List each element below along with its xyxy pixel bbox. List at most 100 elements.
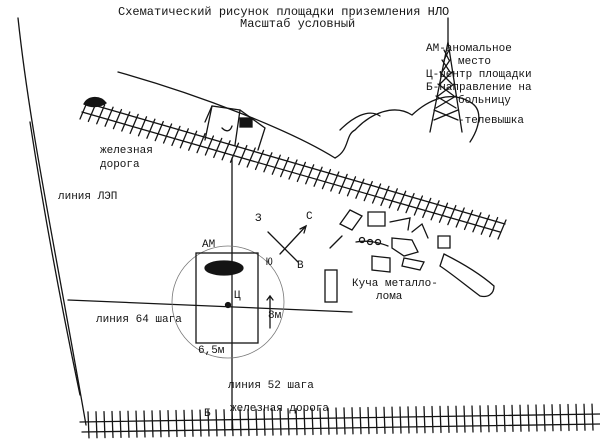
rail-tie bbox=[254, 149, 265, 171]
rail-tie bbox=[247, 408, 250, 437]
rail-tie bbox=[271, 408, 274, 436]
legend-b-cont: больницу bbox=[458, 95, 511, 107]
rail-tie bbox=[511, 404, 514, 433]
rail-tie bbox=[391, 406, 394, 434]
rail-tie bbox=[399, 406, 402, 434]
tunnel-mark bbox=[83, 96, 107, 108]
rail-tie bbox=[355, 178, 365, 199]
rail-tie bbox=[303, 407, 306, 436]
rail-tie bbox=[463, 405, 466, 433]
scrap-heap bbox=[324, 209, 495, 303]
rail-tie bbox=[179, 128, 189, 149]
rail-tie bbox=[447, 405, 450, 433]
rail-tie bbox=[146, 118, 156, 139]
rail-tie bbox=[471, 405, 474, 433]
rail-tie bbox=[423, 406, 426, 434]
railway-upper bbox=[79, 99, 507, 240]
rail-tie bbox=[388, 188, 398, 209]
hills bbox=[117, 71, 480, 159]
rail-tie bbox=[255, 408, 258, 436]
compass bbox=[267, 224, 308, 263]
rail-tie bbox=[121, 111, 131, 132]
rail-tie bbox=[480, 214, 490, 235]
diagram-title: Схематический рисунок площадки приземлен… bbox=[118, 5, 450, 19]
rail-tie bbox=[415, 406, 418, 434]
rail-tie bbox=[175, 409, 178, 438]
rail-tie bbox=[335, 407, 338, 435]
rail-tie bbox=[319, 407, 322, 435]
rail-tie bbox=[199, 409, 202, 437]
rail-tie bbox=[162, 123, 173, 144]
rail-tie bbox=[96, 104, 106, 125]
compass-east: В bbox=[297, 260, 304, 272]
rail-tie bbox=[439, 405, 442, 434]
rail-tie bbox=[313, 166, 323, 187]
rail-tie bbox=[575, 403, 578, 432]
rail-tie bbox=[438, 202, 449, 223]
rail-tie bbox=[397, 190, 407, 211]
rail-tie bbox=[87, 411, 90, 439]
rail-tie bbox=[431, 405, 434, 434]
rail-tie bbox=[246, 147, 256, 168]
rail-tie bbox=[359, 407, 362, 435]
rail-tie bbox=[263, 408, 266, 436]
rail-tie bbox=[472, 212, 482, 233]
rail-tie bbox=[559, 403, 562, 432]
rail-tie bbox=[351, 407, 354, 435]
rail-tie bbox=[151, 410, 154, 438]
rail-tie bbox=[519, 404, 522, 432]
rail-tie bbox=[295, 408, 298, 436]
rail-tie bbox=[479, 405, 482, 433]
rail-tie bbox=[196, 132, 206, 154]
anomaly-spot bbox=[204, 260, 244, 276]
rail-tie bbox=[413, 195, 424, 216]
rail-tie bbox=[535, 404, 538, 432]
rail-tie bbox=[231, 409, 234, 437]
rail-tie bbox=[422, 197, 432, 219]
legend-b: Б-направление на bbox=[426, 82, 532, 94]
legend-am: АМ-аномальное bbox=[426, 43, 512, 55]
compass-south: Ю bbox=[266, 257, 273, 269]
rail-tie bbox=[405, 192, 415, 214]
label-dim-height: 8м bbox=[268, 310, 282, 322]
label-am: АМ bbox=[202, 239, 216, 251]
rail-tie bbox=[447, 204, 457, 226]
rail-tie bbox=[487, 405, 490, 433]
legend-am-cont: место bbox=[458, 56, 492, 68]
label-railway-top-2: дорога bbox=[100, 159, 140, 171]
rail-tie bbox=[207, 409, 210, 437]
rail-tie bbox=[103, 410, 106, 439]
rail-tie bbox=[191, 409, 194, 437]
rail-tie bbox=[367, 406, 370, 435]
rail-tie bbox=[159, 410, 162, 438]
label-railway-bottom: железная дорога bbox=[230, 403, 330, 415]
rail-tie bbox=[463, 209, 474, 231]
rail-tie bbox=[154, 120, 164, 142]
rail-tie bbox=[338, 173, 348, 195]
label-b-point: Б bbox=[204, 408, 211, 420]
compass-west: З bbox=[255, 213, 262, 225]
rail-tie bbox=[407, 406, 410, 434]
label-scrap-2: лома bbox=[376, 291, 403, 303]
rail-tie bbox=[263, 152, 273, 173]
rail-tie bbox=[497, 219, 507, 240]
rail-tie bbox=[383, 406, 386, 434]
rail-tie bbox=[119, 410, 122, 439]
rail-tie bbox=[135, 410, 138, 438]
rail-tie bbox=[488, 216, 499, 238]
label-scrap-1: Куча металло- bbox=[352, 278, 438, 290]
rail-tie bbox=[305, 164, 315, 185]
rail-tie bbox=[171, 125, 181, 147]
compass-north: С bbox=[306, 211, 313, 223]
rail-tie bbox=[223, 409, 226, 437]
landing-rectangle bbox=[195, 252, 259, 344]
rail-tie bbox=[527, 404, 530, 432]
rail-tie bbox=[238, 144, 248, 166]
rail-tie bbox=[104, 106, 114, 127]
rail-tie bbox=[204, 135, 215, 156]
rail-tie bbox=[288, 159, 298, 180]
rail-tie bbox=[127, 410, 130, 438]
rail-tie bbox=[330, 171, 340, 192]
rail-tie bbox=[591, 403, 594, 431]
power-line bbox=[17, 17, 87, 426]
